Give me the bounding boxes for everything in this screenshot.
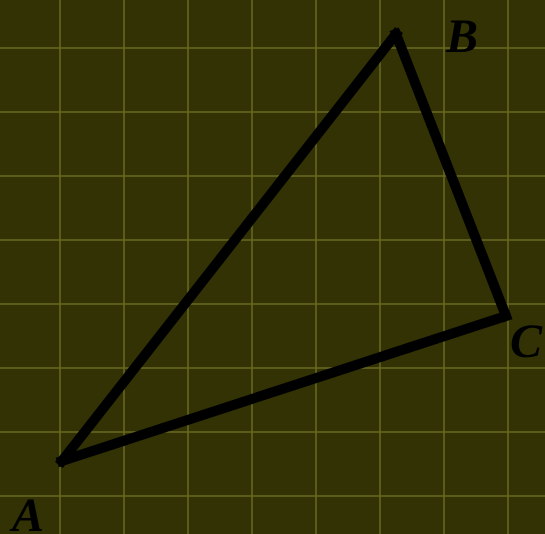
edge-ca — [55, 309, 513, 468]
triangle — [54, 26, 513, 469]
edge-ab — [54, 26, 404, 469]
edge-bc — [389, 27, 513, 323]
vertex-label-b: B — [445, 10, 478, 63]
vertex-label-c: C — [510, 315, 543, 368]
vertex-label-a: A — [9, 489, 44, 534]
vertex-labels: A B C — [9, 10, 543, 534]
